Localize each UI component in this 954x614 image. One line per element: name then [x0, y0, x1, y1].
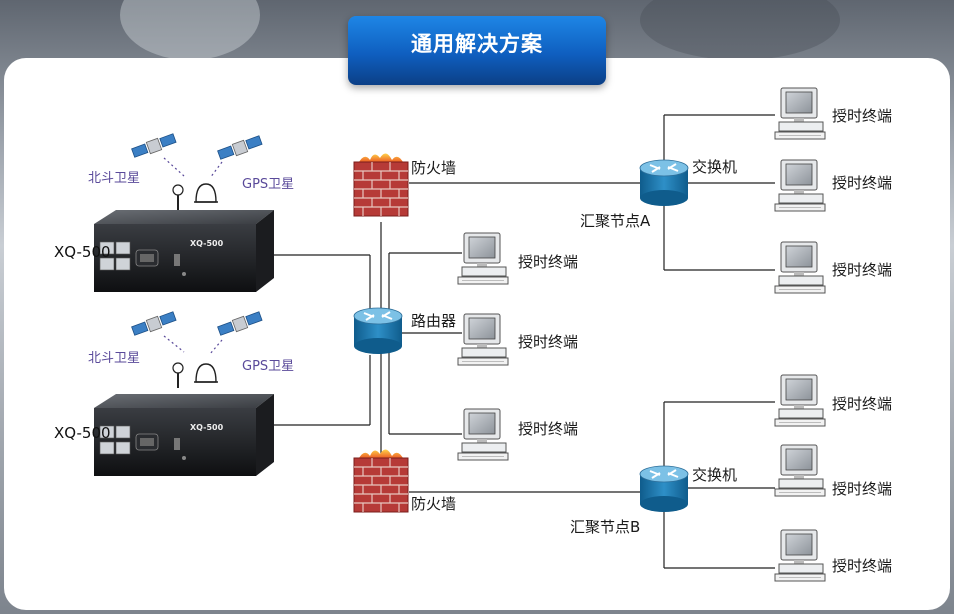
device-model-label: XQ-500: [54, 424, 111, 442]
terminal-computer-icon: [457, 408, 509, 461]
terminal-computer-icon: [457, 313, 509, 366]
xq500-device: XQ-500: [93, 393, 275, 477]
gps-label: GPS卫星: [242, 359, 294, 374]
page-title: 通用解决方案: [411, 31, 543, 56]
switch-b-label: 交换机: [692, 466, 737, 484]
terminal-label: 授时终端: [832, 557, 892, 575]
terminal-label: 授时终端: [518, 333, 578, 351]
terminal-computer-icon: [774, 159, 826, 212]
switch-b-node-label: 汇聚节点B: [570, 518, 640, 536]
terminal-computer-icon: [774, 444, 826, 497]
beidou-satellite-icon: [131, 133, 177, 158]
terminal-label: 授时终端: [832, 395, 892, 413]
gps-label: GPS卫星: [242, 177, 294, 192]
device-faceplate-label: XQ-500: [190, 423, 224, 432]
terminal-computer-icon: [774, 87, 826, 140]
switch-a-node-label: 汇聚节点A: [580, 212, 651, 230]
beidou-satellite-icon: [131, 311, 177, 336]
router-icon: [353, 307, 403, 355]
firewall-icon: [353, 152, 409, 217]
antenna-icon: [172, 362, 218, 388]
terminal-label: 授时终端: [832, 107, 892, 125]
terminal-label: 授时终端: [518, 253, 578, 271]
switch-b-icon: [639, 465, 689, 513]
terminal-computer-icon: [774, 529, 826, 582]
gps-satellite-icon: [217, 311, 263, 336]
connection-lines: [274, 114, 775, 569]
switch-a-icon: [639, 159, 689, 207]
terminal-label: 授时终端: [518, 420, 578, 438]
firewall-icon: [353, 448, 409, 513]
terminal-computer-icon: [457, 232, 509, 285]
terminal-label: 授时终端: [832, 174, 892, 192]
beidou-label: 北斗卫星: [88, 351, 140, 366]
router-label: 路由器: [411, 312, 456, 330]
gps-satellite-icon: [217, 135, 263, 160]
firewall-bottom-label: 防火墙: [411, 495, 456, 513]
terminal-computer-icon: [774, 241, 826, 294]
antenna-icon: [172, 183, 218, 210]
title-tab: 通用解决方案: [348, 16, 606, 85]
terminal-label: 授时终端: [832, 480, 892, 498]
terminal-label: 授时终端: [832, 261, 892, 279]
terminal-computer-icon: [774, 374, 826, 427]
beidou-label: 北斗卫星: [88, 171, 140, 186]
firewall-top-label: 防火墙: [411, 159, 456, 177]
device-model-label: XQ-500: [54, 243, 111, 261]
switch-a-label: 交换机: [692, 158, 737, 176]
device-faceplate-label: XQ-500: [190, 239, 224, 248]
xq500-device: XQ-500: [93, 209, 275, 293]
